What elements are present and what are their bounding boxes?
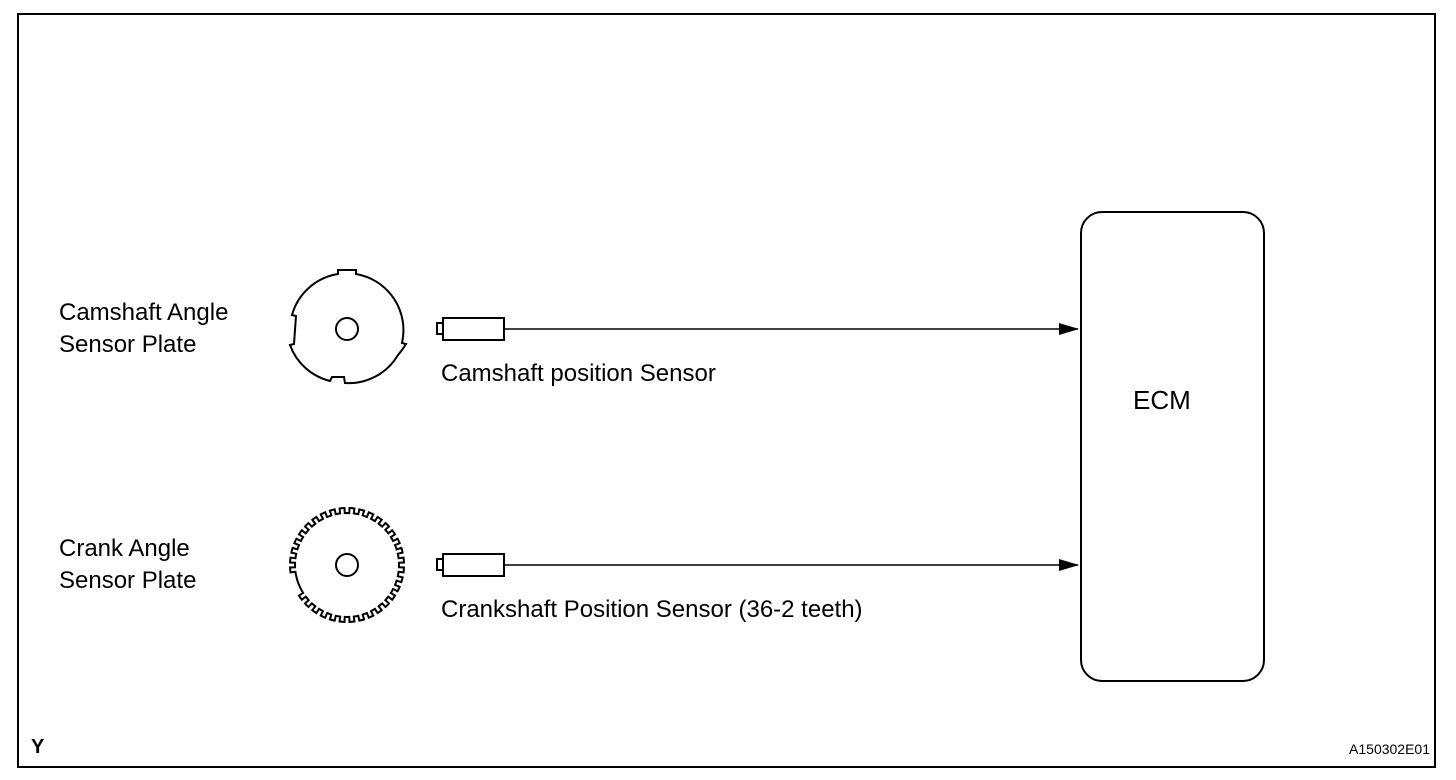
crank-angle-sensor-plate <box>289 507 405 623</box>
camshaft-plate-hub <box>335 317 359 341</box>
camshaft-plate-label: Camshaft Angle Sensor Plate <box>59 299 229 358</box>
camshaft-angle-sensor-plate <box>288 269 408 385</box>
camshaft-position-sensor <box>436 317 505 341</box>
crankshaft-position-sensor <box>436 553 505 577</box>
crank-plate-tooth-ring <box>289 507 405 623</box>
ecm-label: ECM <box>1133 385 1191 415</box>
crank-plate-hub <box>335 553 359 577</box>
corner-mark: Y <box>31 736 45 758</box>
diagram-frame <box>17 13 1436 768</box>
figure-id: A150302E01 <box>1349 741 1430 757</box>
crank-plate-label: Crank Angle Sensor Plate <box>59 535 197 594</box>
camshaft-sensor-label: Camshaft position Sensor <box>441 360 716 387</box>
crankshaft-sensor-label: Crankshaft Position Sensor (36-2 teeth) <box>441 596 863 623</box>
crankshaft-sensor-body <box>442 553 505 577</box>
camshaft-sensor-body <box>442 317 505 341</box>
camshaft-plate-outline <box>288 269 408 385</box>
ecm-box <box>1080 211 1265 682</box>
